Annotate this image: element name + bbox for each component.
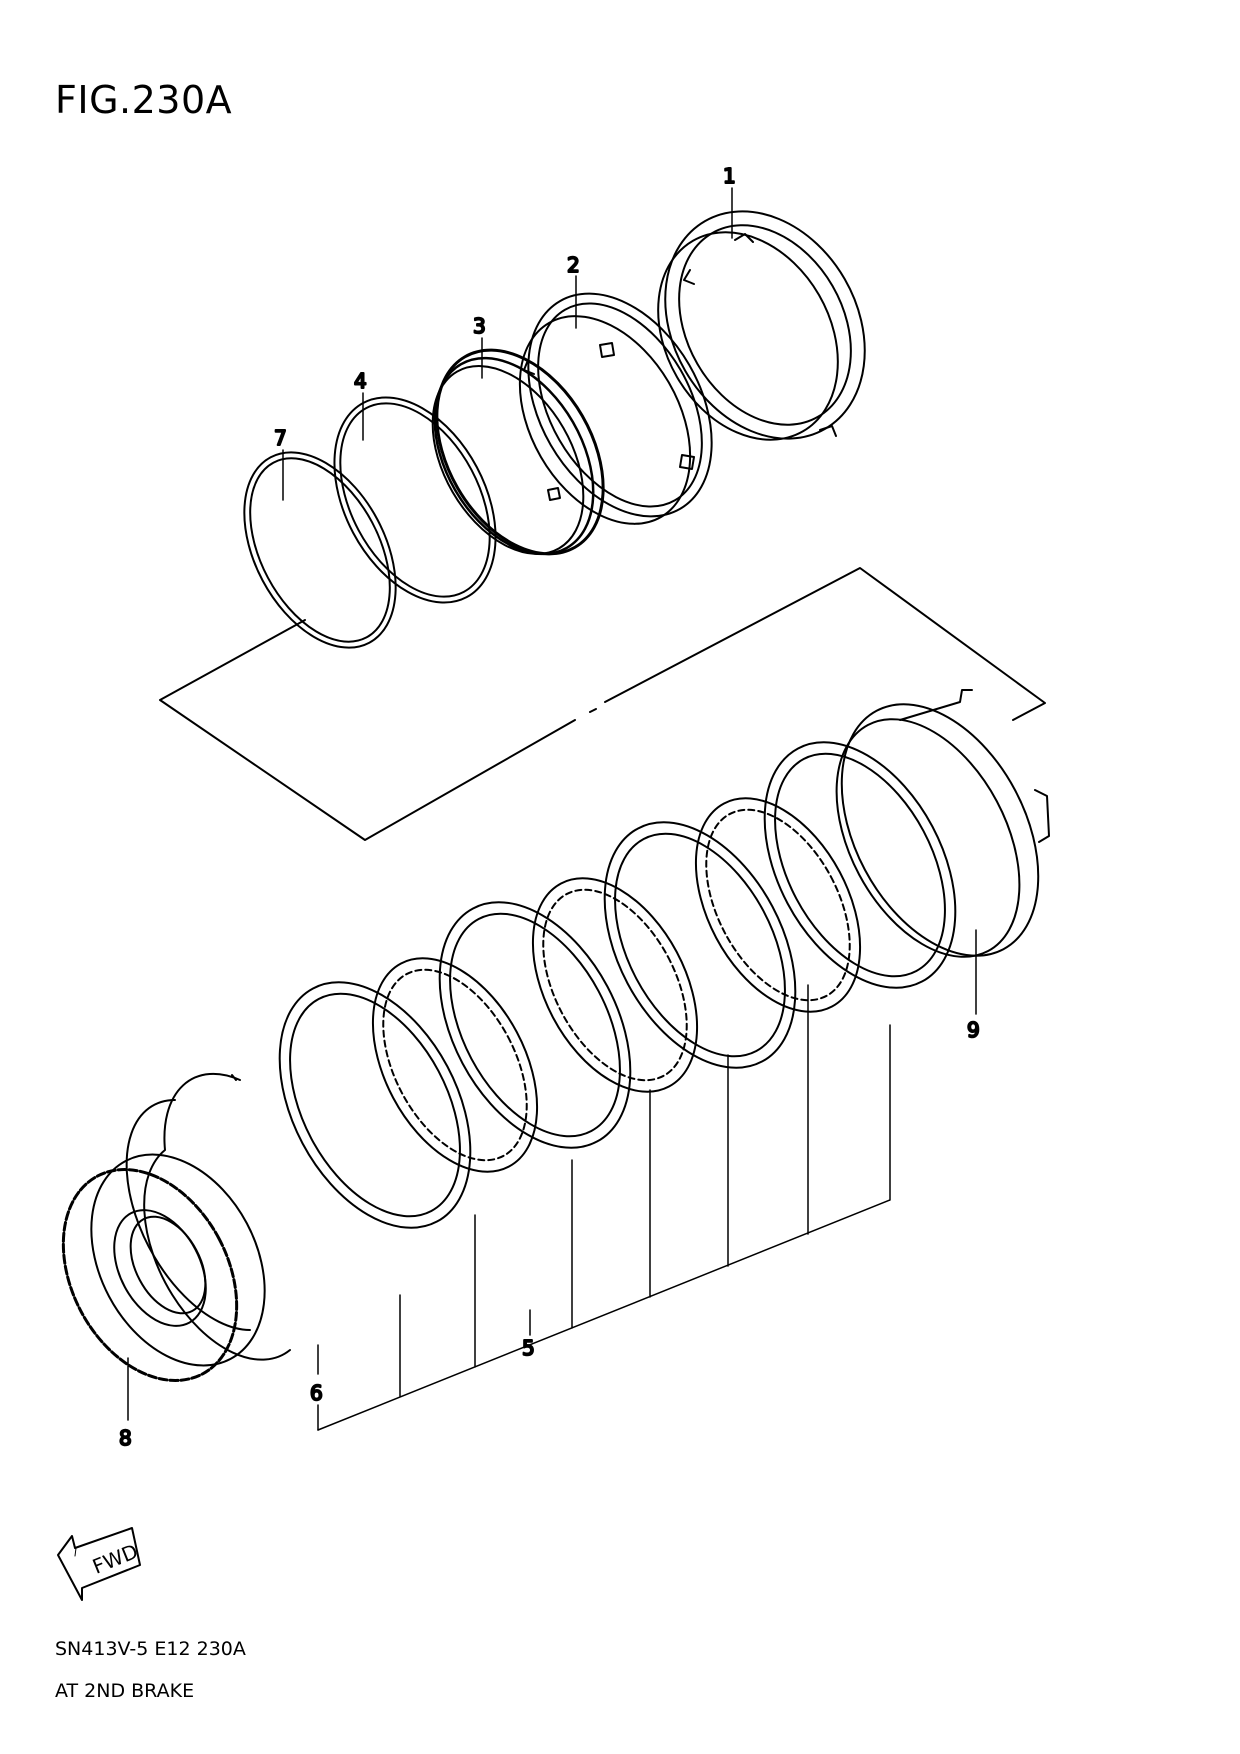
part-7-ring — [243, 451, 397, 649]
part-6-ring — [143, 1072, 291, 1361]
callout-3: 3 — [473, 314, 486, 338]
callout-8: 8 — [119, 1426, 132, 1450]
part-4-ring — [333, 396, 497, 604]
part-3-spring — [431, 348, 605, 556]
callout-6: 6 — [310, 1381, 323, 1405]
callout-4: 4 — [354, 369, 367, 393]
figure-title: FIG.230A — [55, 78, 233, 122]
part-8-hub — [61, 1153, 266, 1382]
part-6-inner — [125, 1098, 251, 1331]
clutch-plates — [278, 741, 957, 1229]
fwd-label: FWD — [89, 1539, 141, 1579]
callout-9: 9 — [967, 1018, 980, 1042]
part-9-drum — [835, 689, 1050, 958]
footer-name: AT 2ND BRAKE — [55, 1680, 195, 1702]
callout-7: 7 — [274, 426, 287, 450]
part-1-piston — [657, 210, 866, 441]
part-2-ring — [518, 292, 713, 525]
callout-1: 1 — [723, 164, 736, 188]
callout-5: 5 — [522, 1336, 535, 1360]
footer-code: SN413V-5 E12 230A — [55, 1638, 246, 1660]
bracket-gap-mark — [589, 708, 597, 713]
callout-2: 2 — [567, 253, 580, 277]
leader-lines — [127, 187, 977, 1431]
upper-group-bracket — [159, 567, 1046, 841]
fwd-arrow-icon: FWD — [57, 1527, 141, 1601]
